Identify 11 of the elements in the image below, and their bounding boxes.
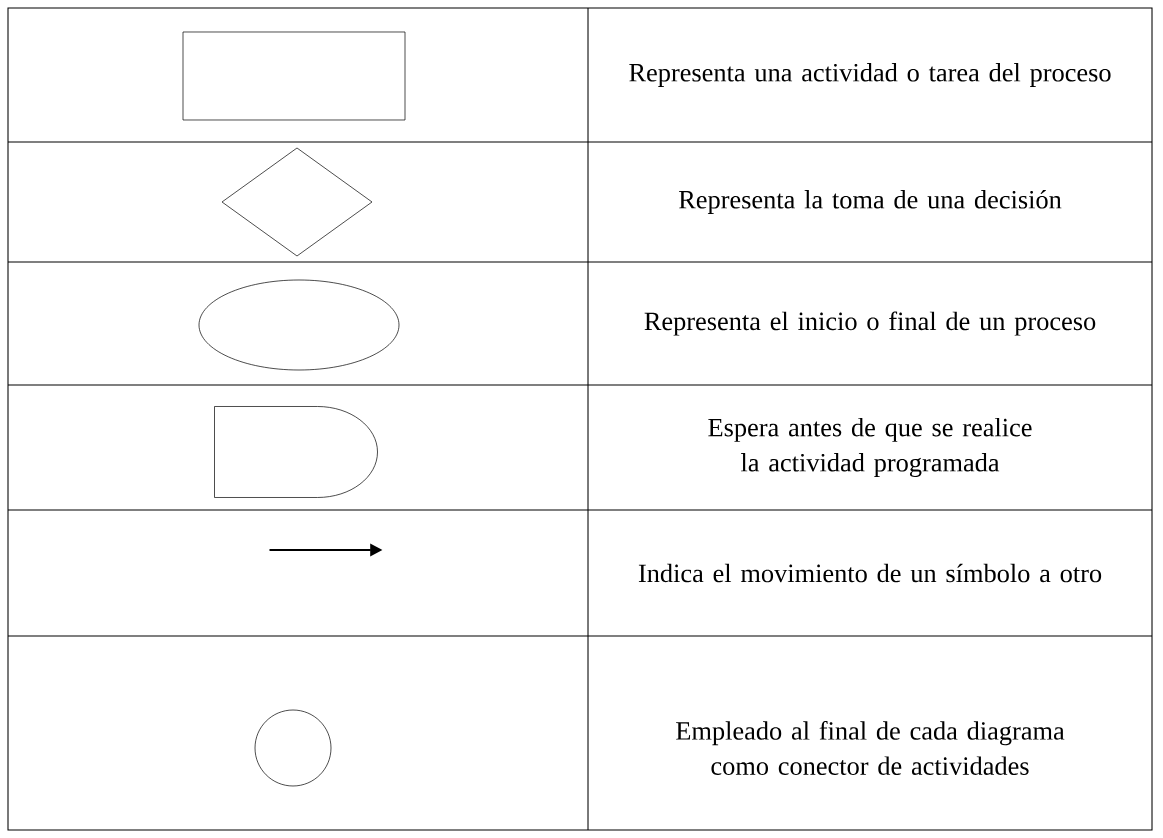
ellipse-symbol	[198, 279, 400, 371]
diamond-symbol	[221, 147, 373, 257]
description-text: Representa el inicio o final de un proceso	[644, 311, 1096, 336]
circle-symbol	[254, 709, 332, 787]
rectangle-symbol	[182, 31, 406, 121]
description-text: Representa una actividad o tarea del proceso	[629, 63, 1111, 87]
description-text: Indica el movimiento de un símbolo a otro	[638, 563, 1102, 583]
description-text: Espera antes de que se realice la actividad programada	[708, 417, 1032, 478]
delay-symbol	[214, 406, 378, 498]
description-text: Empleado al final de cada diagrama como conector de actividades	[676, 721, 1065, 775]
description-text: Representa la toma de una decisión	[679, 190, 1062, 214]
